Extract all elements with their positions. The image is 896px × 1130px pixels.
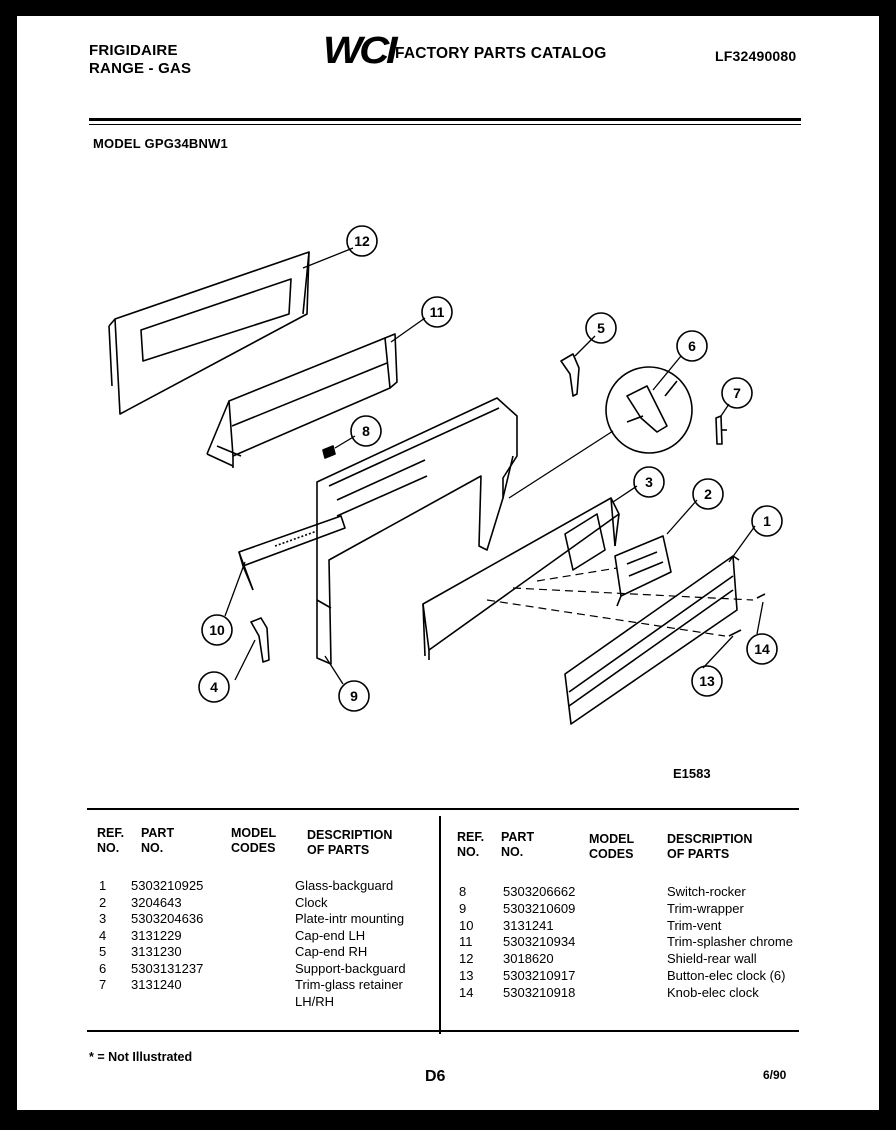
part-3-plate-intr-mounting: [422, 497, 620, 660]
part-2-clock: [614, 535, 672, 607]
figure-id: E1583: [673, 766, 711, 781]
part-12-shield-rear-wall: [108, 251, 310, 415]
part-10-trim-vent: [238, 515, 346, 591]
part-11-trim-splasher: [206, 333, 398, 468]
callout-6: 6: [688, 338, 696, 354]
exploded-parts-diagram: 12 11 5 6 7 8 3 2 1 10 14 13 4 9: [108, 225, 783, 725]
part-1-glass-backguard: [564, 555, 740, 725]
leader-lines: [224, 247, 764, 685]
callout-9: 9: [350, 688, 358, 704]
not-illustrated-note: * = Not Illustrated: [89, 1050, 193, 1064]
catalog-title: FACTORY PARTS CATALOG: [395, 45, 607, 62]
page-number: D6: [425, 1068, 446, 1085]
part-4-cap-end-lh: [250, 617, 270, 663]
table-top-rule: [87, 808, 799, 810]
callout-3: 3: [645, 474, 653, 490]
callout-10: 10: [209, 622, 225, 638]
header-ref: REF.NO.: [97, 826, 125, 855]
brand-name: FRIGIDAIRE: [89, 42, 178, 59]
callout-5: 5: [597, 320, 605, 336]
catalog-code: LF32490080: [715, 48, 797, 64]
part-5-cap-end-rh: [560, 353, 580, 397]
revision-date: 6/90: [763, 1068, 787, 1082]
callout-14: 14: [754, 641, 770, 657]
header-rule: [89, 118, 801, 121]
callout-13: 13: [699, 673, 715, 689]
callout-8: 8: [362, 423, 370, 439]
parts-catalog-page: FRIGIDAIRE RANGE - GAS WCI FACTORY PARTS…: [17, 16, 879, 1110]
header-rule-thin: [89, 124, 801, 125]
part-9-trim-wrapper: [316, 397, 518, 665]
callout-1: 1: [763, 513, 771, 529]
table-center-divider: [439, 816, 441, 1034]
callout-2: 2: [704, 486, 712, 502]
callout-11: 11: [430, 304, 445, 320]
product-type: RANGE - GAS: [89, 60, 192, 77]
part-8-switch-rocker: [322, 445, 336, 459]
part-6-support-backguard: [605, 366, 693, 454]
header-ref-right: REF.NO.: [457, 830, 485, 859]
callout-circles: [198, 225, 783, 712]
part-7-trim-glass-retainer: [715, 415, 727, 445]
table-bottom-rule: [87, 1030, 799, 1032]
callout-7: 7: [733, 385, 741, 401]
callout-4: 4: [210, 679, 218, 695]
callout-12: 12: [354, 233, 370, 249]
assembly-guides: [486, 567, 754, 637]
model-line: MODEL GPG34BNW1: [93, 136, 228, 151]
part-14-knob: [756, 593, 766, 599]
part-13-button: [728, 629, 742, 637]
wci-logo: WCI: [323, 30, 398, 72]
